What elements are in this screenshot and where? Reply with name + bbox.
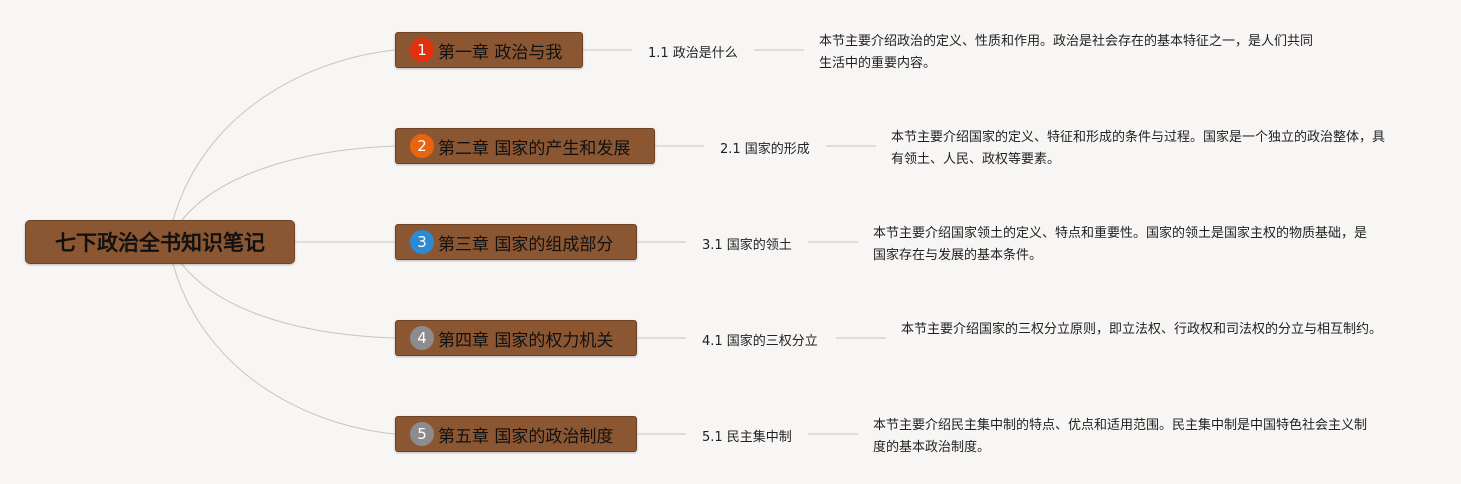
number-badge-3: 3 [410,230,434,254]
summary-node-1[interactable]: 本节主要介绍政治的定义、性质和作用。政治是社会存在的基本特征之一，是人们共同生活… [819,34,1314,71]
chapter-title-2: 第二章 国家的产生和发展 [438,138,631,159]
summary-node-2[interactable]: 本节主要介绍国家的定义、特征和形成的条件与过程。国家是一个独立的政治整体，具有领… [891,130,1386,167]
chapter-title-3: 第三章 国家的组成部分 [438,234,614,255]
section-node-1[interactable]: 1.1 政治是什么 [648,46,738,61]
number-badge-1: 1 [410,38,434,62]
chapter-node-5[interactable]: 5 第五章 国家的政治制度 [395,416,637,452]
section-node-3[interactable]: 3.1 国家的领土 [702,238,792,253]
connector-root-ch5 [167,241,396,435]
number-badge-2: 2 [410,134,434,158]
connector-root-ch2 [167,145,396,243]
section-node-5[interactable]: 5.1 民主集中制 [702,430,792,445]
connector-root-ch4 [167,241,396,339]
connector-root-ch1 [167,49,396,243]
chapter-title-4: 第四章 国家的权力机关 [438,330,614,351]
chapter-node-2[interactable]: 2 第二章 国家的产生和发展 [395,128,655,164]
summary-node-3[interactable]: 本节主要介绍国家领土的定义、特点和重要性。国家的领土是国家主权的物质基础，是国家… [873,226,1368,263]
summary-node-5[interactable]: 本节主要介绍民主集中制的特点、优点和适用范围。民主集中制是中国特色社会主义制度的… [873,418,1368,455]
section-node-4[interactable]: 4.1 国家的三权分立 [702,334,818,349]
chapter-node-1[interactable]: 1 第一章 政治与我 [395,32,583,68]
summary-node-4[interactable]: 本节主要介绍国家的三权分立原则，即立法权、行政权和司法权的分立与相互制约。 [901,322,1383,337]
chapter-title-5: 第五章 国家的政治制度 [438,426,614,447]
root-title: 七下政治全书知识笔记 [55,231,265,255]
chapter-title-1: 第一章 政治与我 [438,42,563,63]
chapter-node-4[interactable]: 4 第四章 国家的权力机关 [395,320,637,356]
chapter-node-3[interactable]: 3 第三章 国家的组成部分 [395,224,637,260]
section-node-2[interactable]: 2.1 国家的形成 [720,142,810,157]
root-node[interactable]: 七下政治全书知识笔记 [25,220,295,264]
number-badge-4: 4 [410,326,434,350]
number-badge-5: 5 [410,422,434,446]
